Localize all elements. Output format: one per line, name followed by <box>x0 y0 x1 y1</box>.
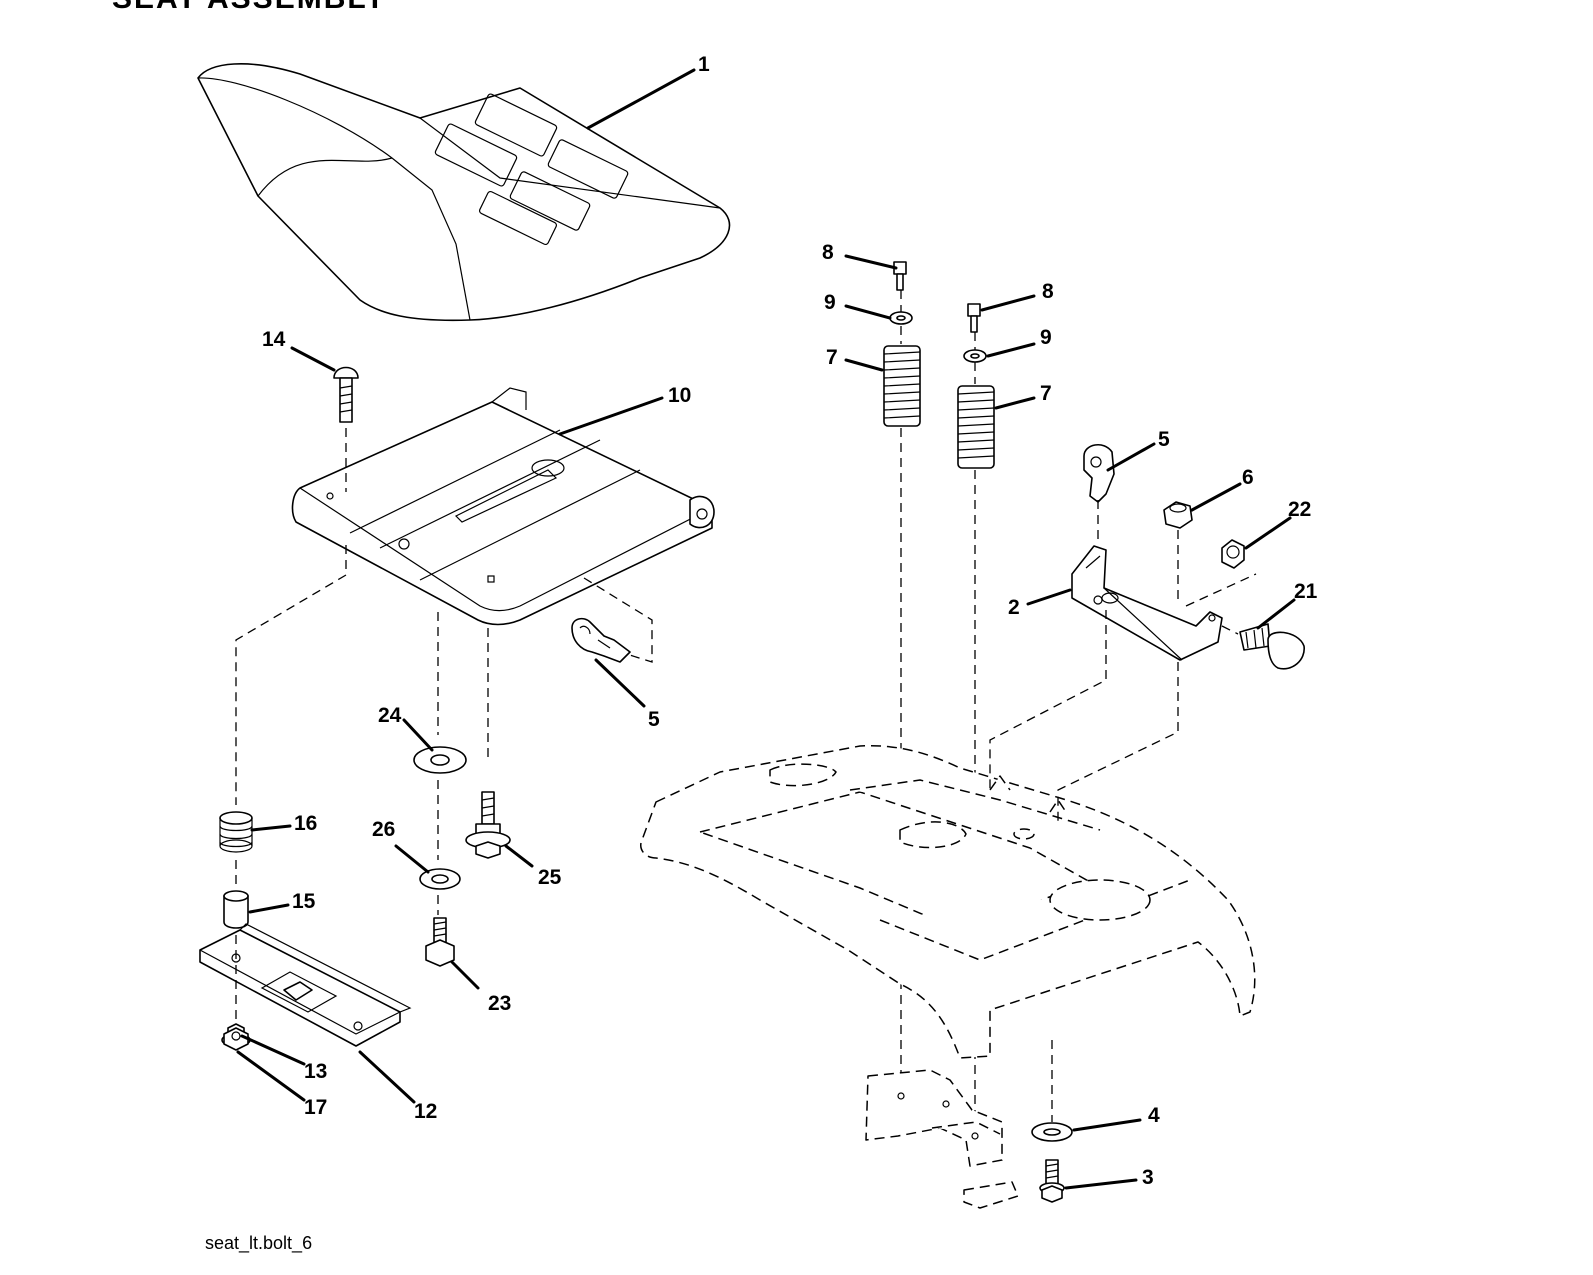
callout-9-left: 9 <box>824 291 836 314</box>
flange-bolt-part <box>1039 1159 1065 1203</box>
callout-16: 16 <box>294 812 317 835</box>
drawing-filename-caption: seat_lt.bolt_6 <box>205 1233 313 1253</box>
callout-9-right: 9 <box>1040 326 1052 349</box>
dash-line-bracket-a <box>989 500 1107 790</box>
callout-5-left: 5 <box>648 708 660 731</box>
fender-ghost <box>640 744 1256 1209</box>
diagram-title: SEAT ASSEMBLY <box>112 0 387 24</box>
bolt-upper-left-part <box>893 261 907 291</box>
shoulder-bolt-part <box>465 791 511 859</box>
callout-7-left: 7 <box>826 346 838 369</box>
callout-8-left: 8 <box>822 241 834 264</box>
callout-12: 12 <box>414 1100 437 1123</box>
callout-14: 14 <box>262 328 286 351</box>
leader-lines <box>236 68 1296 1190</box>
callout-5-right: 5 <box>1158 428 1170 451</box>
washer-upper-right-part <box>963 349 987 363</box>
callout-22: 22 <box>1288 498 1311 521</box>
dash-line-bracket-d <box>1221 625 1239 635</box>
callout-21: 21 <box>1294 580 1318 603</box>
flat-washer-part <box>1031 1122 1073 1142</box>
bumper-spring-part <box>219 811 253 853</box>
washer-upper-left-part <box>889 311 913 325</box>
callout-26: 26 <box>372 818 395 841</box>
flange-locknut-part <box>1163 501 1193 529</box>
callout-7-right: 7 <box>1040 382 1052 405</box>
dash-line-pan-left <box>235 428 347 805</box>
seat-bracket-part <box>1071 545 1223 661</box>
dash-line-pan-clip <box>583 577 653 663</box>
seat-part <box>197 63 731 322</box>
callout-23: 23 <box>488 992 511 1015</box>
hex-bolt-part <box>425 917 455 967</box>
bolt-upper-right-part <box>967 303 981 333</box>
callout-15: 15 <box>292 890 316 913</box>
callout-13: 13 <box>304 1060 327 1083</box>
dash-line-bracket-b <box>1057 530 1179 826</box>
seat-pan-part <box>291 387 715 626</box>
callout-numbers: 1 14 10 5 24 16 26 25 15 23 13 17 12 8 9… <box>262 53 1318 1189</box>
spacer-part <box>223 890 249 929</box>
callout-3: 3 <box>1142 1166 1154 1189</box>
callout-10: 10 <box>668 384 691 407</box>
seat-clip-left-part <box>571 617 631 663</box>
washer-part <box>413 746 467 774</box>
carriage-bolt-part <box>333 366 359 423</box>
callout-24: 24 <box>378 704 402 727</box>
adjustment-bolt-part <box>1239 623 1305 670</box>
callout-25: 25 <box>538 866 562 889</box>
seat-clip-right-part <box>1083 444 1115 503</box>
callout-4: 4 <box>1148 1104 1160 1127</box>
callout-2: 2 <box>1008 596 1020 619</box>
callout-6: 6 <box>1242 466 1254 489</box>
seat-spring-right-part <box>957 385 995 469</box>
callout-1: 1 <box>698 53 710 76</box>
lock-washer-part <box>419 868 461 890</box>
seat-spring-left-part <box>883 345 921 427</box>
slide-bracket-part <box>199 860 412 1047</box>
callout-8-right: 8 <box>1042 280 1054 303</box>
hex-locknut-part <box>1221 539 1245 569</box>
callout-17: 17 <box>304 1096 327 1119</box>
dash-line-bracket-c <box>1185 573 1257 607</box>
